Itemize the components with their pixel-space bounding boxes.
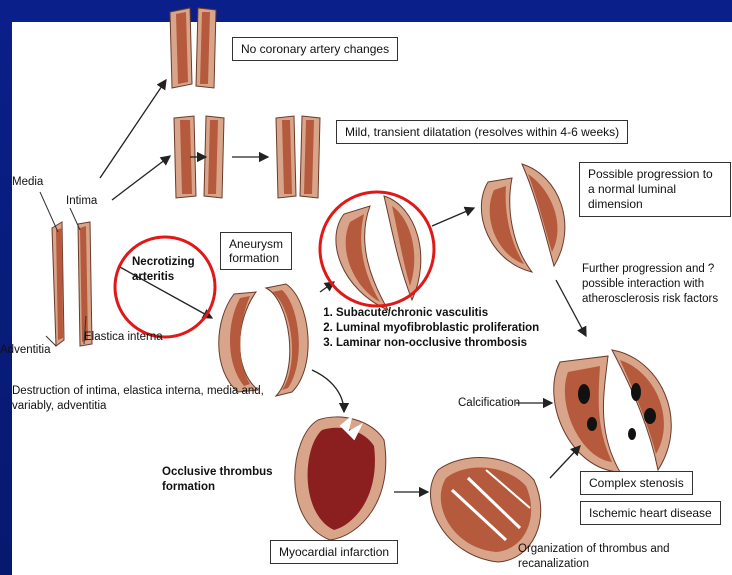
normal-artery — [52, 222, 92, 346]
box-ischemic: Ischemic heart disease — [580, 501, 721, 525]
label-necrotizing-arteritis: Necrotizing arteritis — [132, 255, 206, 285]
box-possible-progression: Possible progression to a normal luminal… — [579, 162, 731, 217]
list-item: Luminal myofibroblastic proliferation — [336, 321, 539, 336]
label-calcification: Calcification — [458, 396, 520, 411]
vessel-occlusive — [295, 416, 386, 540]
label-elastica-interna: Elastica interna — [84, 330, 163, 345]
box-aneurysm: Aneurysm formation — [220, 232, 292, 270]
label-occlusive-thrombus: Occlusive thrombus formation — [162, 465, 282, 495]
box-no-changes: No coronary artery changes — [232, 37, 398, 61]
vasculitis-list: Subacute/chronic vasculitis Luminal myof… — [320, 306, 539, 351]
label-organization: Organization of thrombus and recanalizat… — [518, 542, 688, 572]
box-mi: Myocardial infarction — [270, 540, 398, 564]
label-media: Media — [12, 175, 43, 190]
box-mild-dilatation: Mild, transient dilatation (resolves wit… — [336, 120, 628, 144]
label-further-progression: Further progression and ? possible inter… — [582, 262, 728, 307]
vessel-stenosis — [554, 350, 672, 472]
label-intima: Intima — [66, 194, 97, 209]
vessel-vasculitis — [336, 196, 421, 310]
vessel-aneurysm — [219, 284, 308, 396]
highlight-circle-arteritis — [115, 237, 215, 337]
vessel-no-changes — [170, 8, 216, 88]
label-destruction: Destruction of intima, elastica interna,… — [12, 384, 272, 414]
list-item: Subacute/chronic vasculitis — [336, 306, 539, 321]
vessel-normalized — [481, 164, 564, 272]
list-item: Laminar non-occlusive thrombosis — [336, 336, 539, 351]
box-complex-stenosis: Complex stenosis — [580, 471, 693, 495]
vessel-restored — [276, 116, 320, 198]
label-adventitia: Adventitia — [0, 343, 51, 358]
